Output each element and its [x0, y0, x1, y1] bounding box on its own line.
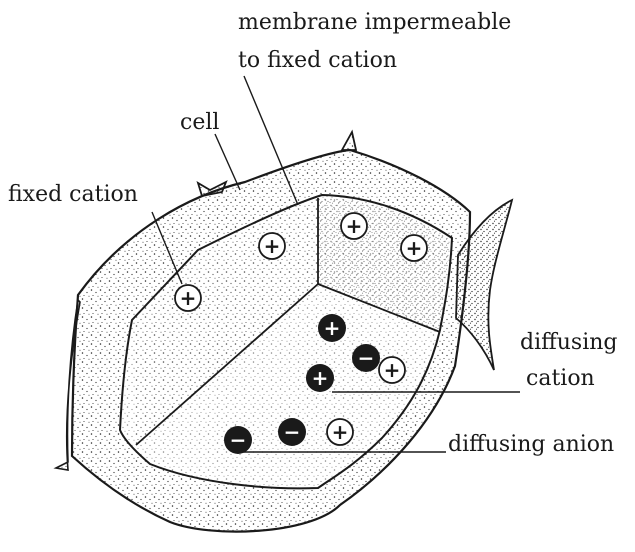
svg-text:−: − — [358, 346, 375, 370]
label-diffusing-cation-line2: cation — [526, 366, 595, 392]
diffusing-anion-3: − — [224, 426, 252, 454]
svg-text:+: + — [180, 286, 197, 310]
label-cell: cell — [180, 110, 219, 136]
svg-text:+: + — [332, 420, 349, 444]
diffusing-anion-2: − — [278, 418, 306, 446]
label-membrane-line2: to fixed cation — [238, 48, 397, 74]
svg-text:+: + — [264, 234, 281, 258]
diffusing-cation-2: + — [306, 364, 334, 392]
svg-text:+: + — [324, 316, 341, 340]
svg-text:+: + — [346, 214, 363, 238]
svg-text:−: − — [284, 420, 301, 444]
diffusing-anion-1: − — [352, 344, 380, 372]
label-membrane-line1: membrane impermeable — [238, 10, 511, 36]
svg-text:−: − — [230, 428, 247, 452]
svg-text:+: + — [406, 236, 423, 260]
svg-text:+: + — [312, 366, 329, 390]
fixed-cation-5: + — [379, 357, 405, 383]
fixed-cation-2: + — [341, 213, 367, 239]
fixed-cation-6: + — [327, 419, 353, 445]
fixed-cation-1: + — [259, 233, 285, 259]
neighbor-wall-top — [342, 132, 356, 150]
fixed-cation-4: + — [175, 285, 201, 311]
fixed-cation-3: + — [401, 235, 427, 261]
label-diffusing-anion: diffusing anion — [448, 432, 614, 458]
diffusing-cation-1: + — [318, 314, 346, 342]
svg-text:+: + — [384, 358, 401, 382]
leader-cell — [215, 134, 240, 190]
label-fixed-cation: fixed cation — [8, 182, 138, 208]
label-diffusing-cation-line1: diffusing — [520, 330, 618, 356]
